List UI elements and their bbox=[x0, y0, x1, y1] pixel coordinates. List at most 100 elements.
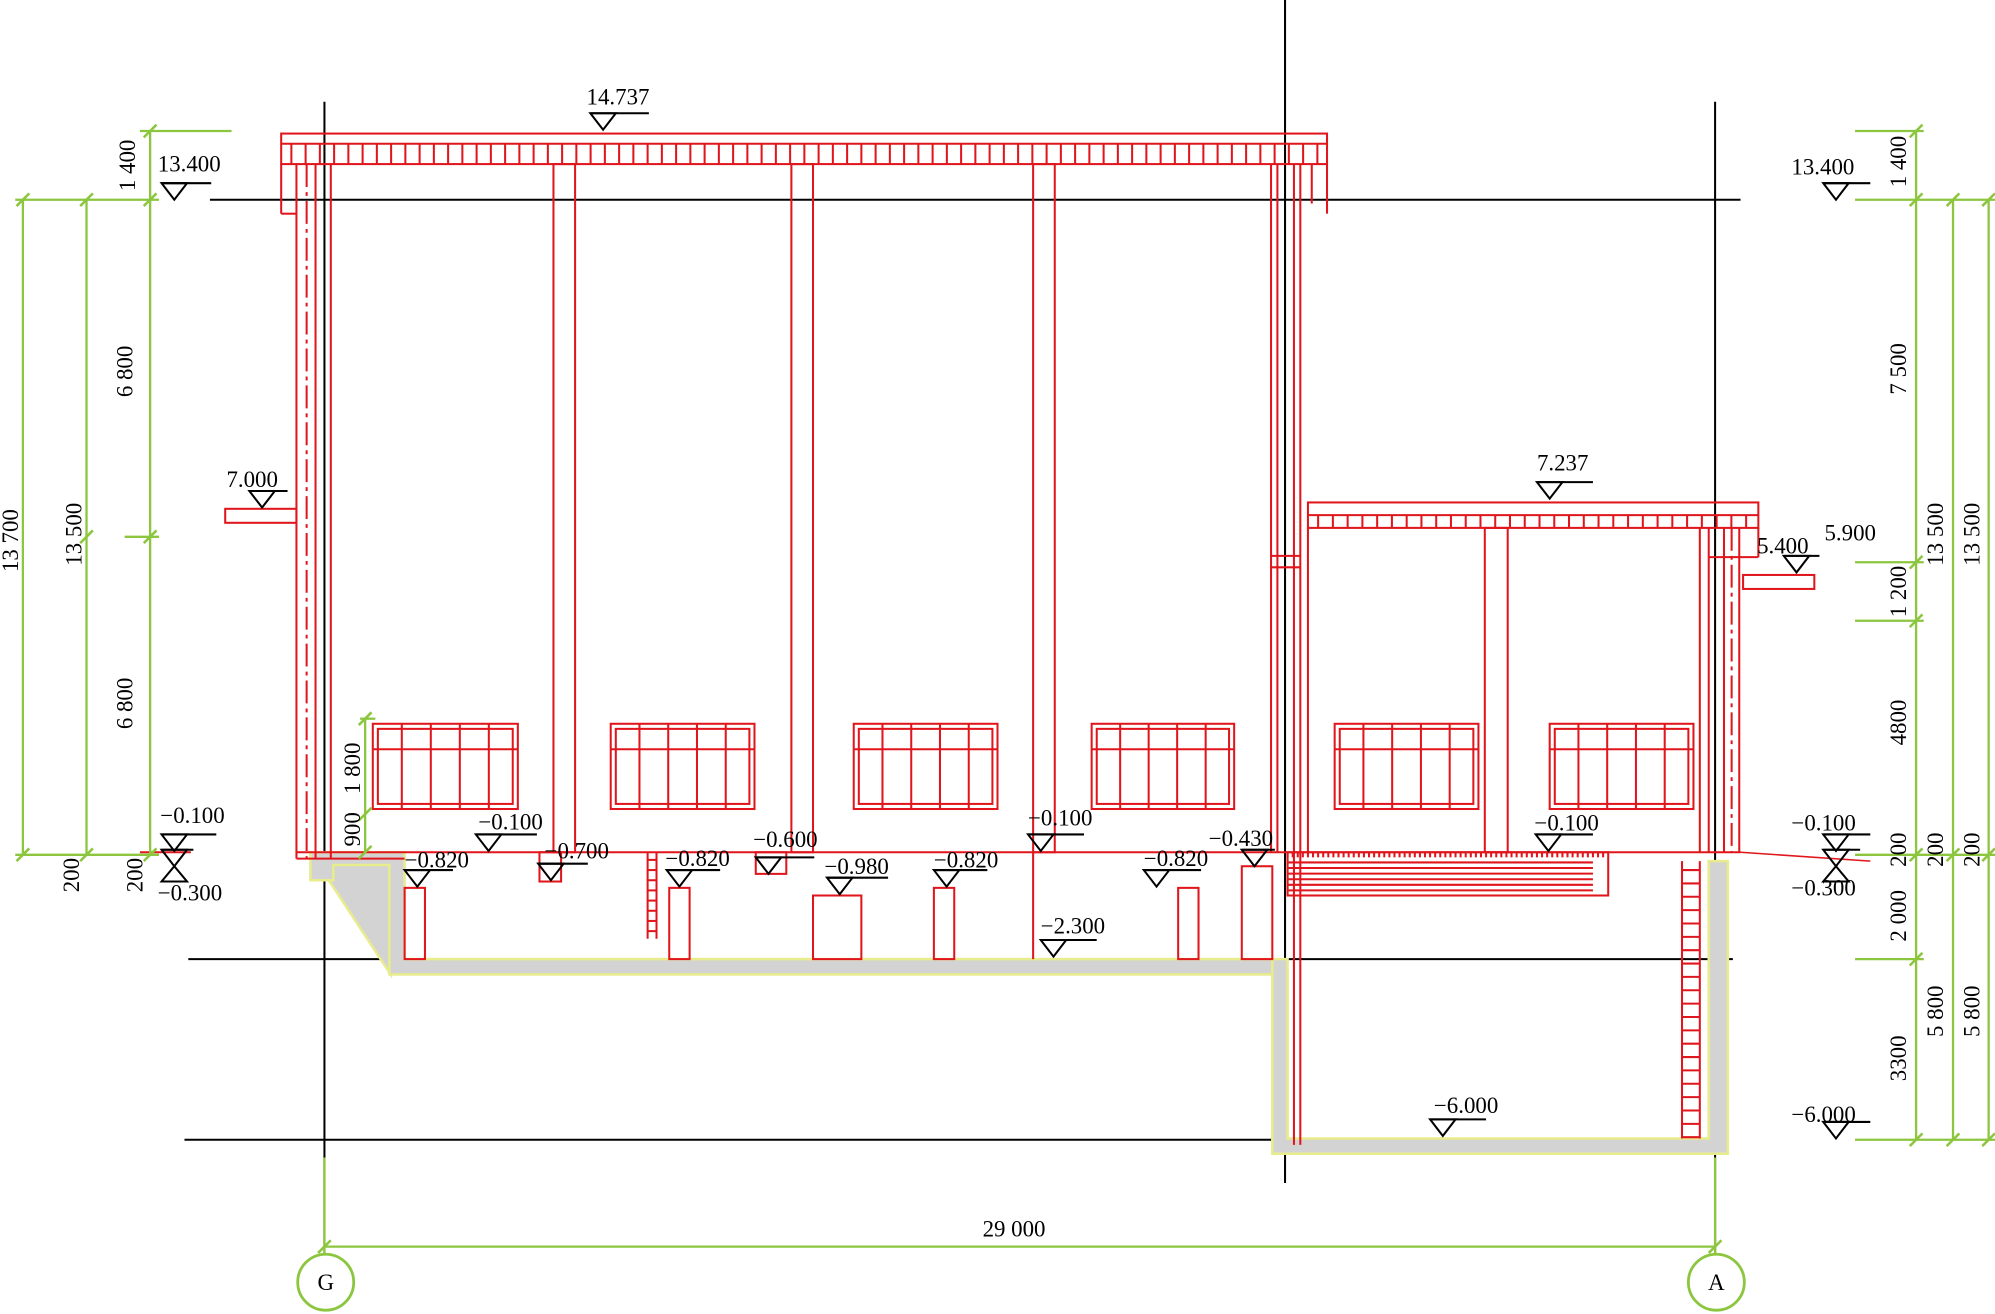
window-inner-frame bbox=[376, 727, 514, 805]
elevation-mark bbox=[931, 869, 988, 889]
dim-left-base-inner: 200 bbox=[122, 858, 147, 892]
dim-left-total: 13 700 bbox=[0, 509, 23, 572]
elev-canopy-right-b: 5.900 bbox=[1825, 521, 1876, 546]
elevation-labels: 14.737 13.400 13.400 7.000 7.237 5.400 5… bbox=[158, 84, 1876, 1127]
dimension-lines bbox=[15, 129, 1995, 1260]
dim-right-pit-total-mid: 5 800 bbox=[1923, 986, 1948, 1037]
window-frame bbox=[371, 722, 519, 811]
elevation-triangle bbox=[247, 489, 277, 510]
dim-right-lower: 4800 bbox=[1886, 700, 1911, 746]
dimension-tick bbox=[15, 192, 31, 207]
elevation-mark bbox=[536, 862, 588, 882]
elevation-triangle bbox=[1025, 833, 1056, 853]
elevation-mark bbox=[1534, 481, 1593, 501]
axis-label-g: G bbox=[317, 1270, 334, 1295]
elevation-triangle bbox=[931, 869, 962, 889]
dimension-tick bbox=[1945, 1132, 1961, 1147]
elevation-triangle bbox=[1141, 869, 1172, 889]
window-frame bbox=[609, 722, 756, 811]
elevation-triangle bbox=[473, 833, 504, 853]
dim-right-upper: 7 500 bbox=[1886, 343, 1911, 394]
window-inner-frame bbox=[1095, 727, 1231, 805]
dimension-tick bbox=[1945, 847, 1961, 863]
elevation-mark bbox=[664, 869, 721, 889]
window bbox=[852, 722, 999, 811]
elev-roof-top: 14.737 bbox=[587, 84, 650, 109]
elevation-triangle bbox=[1533, 833, 1564, 853]
elev-channel-2: −0.700 bbox=[545, 839, 609, 864]
elev-trench-bottom: −2.300 bbox=[1041, 914, 1105, 939]
dimension-tick bbox=[1981, 1132, 1995, 1147]
elevation-mark bbox=[753, 856, 815, 876]
dimension-tick bbox=[317, 1239, 332, 1254]
elevation-triangle bbox=[1428, 1118, 1458, 1138]
window-frame bbox=[1090, 722, 1236, 811]
elevation-mark bbox=[1781, 554, 1820, 575]
elev-pit-right: −6.000 bbox=[1791, 1102, 1855, 1127]
elevation-mark bbox=[473, 833, 537, 853]
dimension-ticks bbox=[15, 123, 1995, 1254]
elevation-marks bbox=[159, 112, 1871, 1141]
dimension-tick bbox=[79, 192, 94, 207]
elev-channel-1: −0.820 bbox=[405, 848, 469, 873]
dim-window-sill: 900 bbox=[340, 812, 365, 846]
dimension-tick bbox=[1908, 951, 1924, 967]
foundation-slabs bbox=[308, 850, 1730, 1155]
elevation-mark bbox=[1239, 848, 1275, 868]
window bbox=[371, 722, 519, 811]
elevation-triangle bbox=[159, 182, 190, 202]
dim-left-main: 13 500 bbox=[61, 503, 86, 566]
dim-right-pit-lower: 3300 bbox=[1886, 1035, 1911, 1081]
dimension-tick bbox=[142, 847, 158, 863]
dimension-tick bbox=[1707, 1239, 1723, 1254]
elevation-mark bbox=[247, 489, 288, 510]
elevation-mark bbox=[159, 833, 217, 853]
main-hall-structure bbox=[224, 132, 1741, 1145]
dimension-tick bbox=[357, 844, 373, 860]
window bbox=[609, 722, 756, 811]
dimension-tick bbox=[15, 847, 31, 863]
elev-floor-mid-2: −0.100 bbox=[1028, 806, 1092, 831]
window-frame bbox=[1333, 722, 1480, 811]
elev-ground-right: −0.300 bbox=[1791, 876, 1855, 901]
dimension-tick bbox=[1908, 613, 1924, 629]
dim-left-base-outer: 200 bbox=[59, 858, 84, 892]
axis-bubble-a: A bbox=[1686, 1252, 1746, 1312]
elevation-triangle bbox=[1534, 481, 1565, 501]
elevation-triangle-up bbox=[159, 864, 190, 883]
dimension-tick bbox=[357, 806, 373, 822]
dimension-tick bbox=[1908, 192, 1924, 207]
axis-bubble-g: G bbox=[296, 1252, 356, 1312]
elevation-triangle bbox=[1821, 182, 1851, 202]
elev-ground-left: −0.300 bbox=[158, 881, 222, 906]
dimension-tick bbox=[142, 529, 158, 545]
dimension-tick bbox=[1945, 192, 1961, 207]
annex-structure bbox=[1286, 501, 1816, 1139]
elevation-triangle bbox=[159, 833, 190, 853]
dimension-tick bbox=[1908, 123, 1924, 139]
dim-left-lower: 6 800 bbox=[112, 678, 137, 729]
elevation-mark bbox=[1821, 833, 1871, 853]
dimension-tick bbox=[79, 847, 94, 863]
window-inner-frame bbox=[614, 727, 751, 805]
elev-pit-bottom: −6.000 bbox=[1434, 1093, 1498, 1118]
elevation-mark bbox=[1428, 1118, 1487, 1138]
window-inner-frame bbox=[1338, 727, 1475, 805]
elev-floor-annex: −0.100 bbox=[1534, 811, 1598, 836]
dimension-tick bbox=[1908, 554, 1924, 570]
dimension-labels: 13 700 13 500 1 400 6 800 6 800 200 200 … bbox=[0, 136, 1985, 1242]
dim-right-canopy: 1 200 bbox=[1886, 566, 1911, 617]
window-inner-frame bbox=[1553, 727, 1690, 805]
dim-span: 29 000 bbox=[983, 1216, 1046, 1241]
elev-channel-8: −0.430 bbox=[1209, 826, 1273, 851]
window bbox=[1548, 722, 1695, 811]
dimension-tick bbox=[1981, 847, 1995, 863]
elev-floor-left: −0.100 bbox=[160, 803, 224, 828]
windows bbox=[371, 722, 1695, 811]
dimension-tick bbox=[79, 529, 94, 545]
window bbox=[1333, 722, 1480, 811]
elevation-mark bbox=[824, 876, 889, 896]
elevation-mark bbox=[1141, 869, 1202, 889]
dimension-tick bbox=[1981, 192, 1995, 207]
elevation-triangle bbox=[402, 869, 433, 889]
